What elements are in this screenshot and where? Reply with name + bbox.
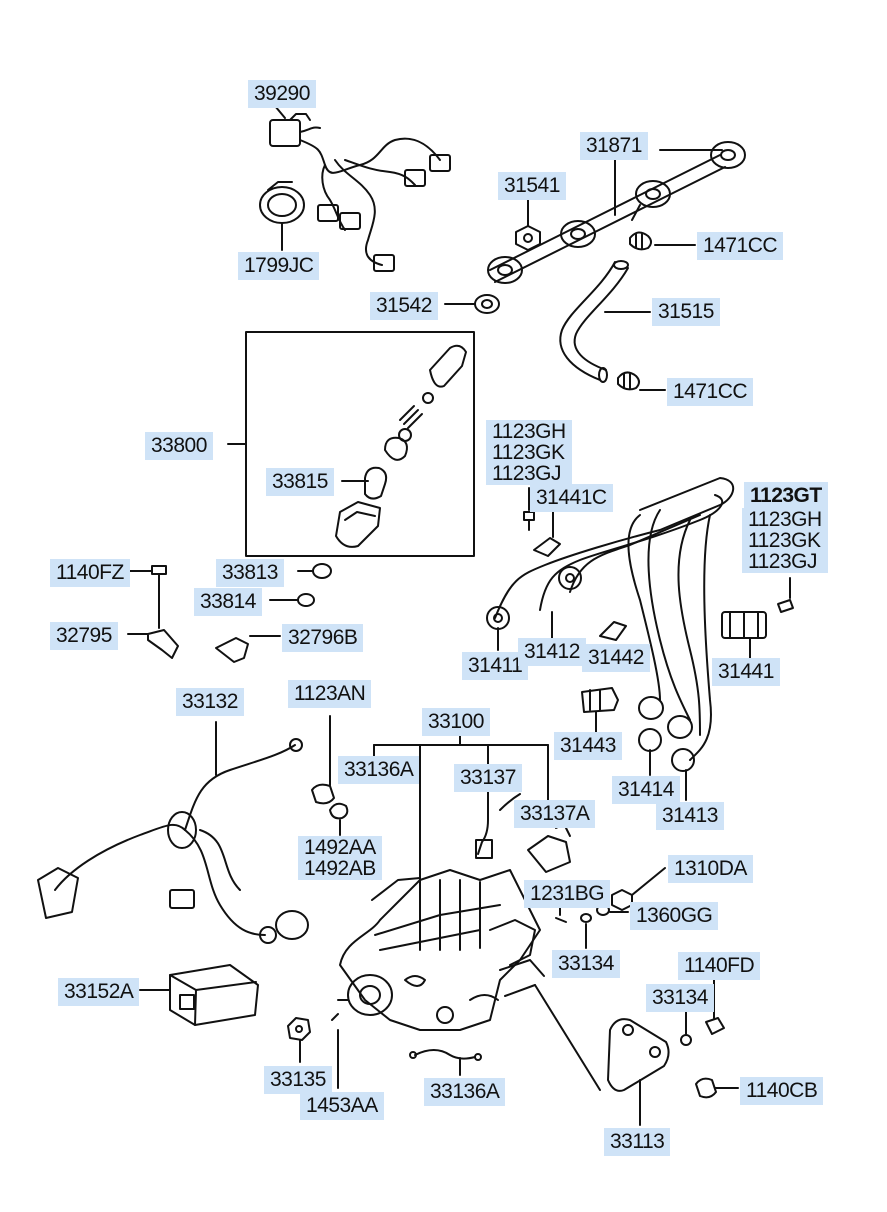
wire-33136a-bottom xyxy=(409,1049,482,1061)
bracket-32795 xyxy=(147,629,179,659)
wiring-harness-39290 xyxy=(269,113,451,272)
bolt-1140cb xyxy=(695,1077,717,1099)
clip-1492aa xyxy=(329,802,349,820)
part-label-33815[interactable]: 33815 xyxy=(266,468,334,496)
part-label-1123gk-right[interactable]: 1123GK xyxy=(748,529,821,552)
part-label-31443[interactable]: 31443 xyxy=(554,732,622,760)
part-label-1123gh-left[interactable]: 1123GH xyxy=(492,420,566,443)
part-label-33135[interactable]: 33135 xyxy=(264,1066,332,1094)
part-label-1123gh-right[interactable]: 1123GH xyxy=(748,508,822,531)
leader-33113-a xyxy=(504,984,536,997)
part-label-31542[interactable]: 31542 xyxy=(370,292,438,320)
injection-pipes xyxy=(486,477,735,772)
nut-31541 xyxy=(515,225,541,251)
fuel-return-pipe-31871 xyxy=(487,141,746,284)
part-label-1123an[interactable]: 1123AN xyxy=(288,680,372,708)
part-label-1471cc-top[interactable]: 1471CC xyxy=(697,232,784,260)
part-label-33136a-bottom[interactable]: 33136A xyxy=(424,1078,506,1106)
part-label-1492aa[interactable]: 1492AA xyxy=(304,836,376,859)
clamp-31443 xyxy=(581,687,619,713)
sensor-33137 xyxy=(475,789,521,859)
harness-33132 xyxy=(37,738,309,944)
part-label-33814[interactable]: 33814 xyxy=(194,588,262,616)
part-label-32795[interactable]: 32795 xyxy=(50,622,118,650)
clip-1471cc-top xyxy=(629,231,652,251)
part-label-1471cc-bottom[interactable]: 1471CC xyxy=(667,378,754,406)
part-label-31515[interactable]: 31515 xyxy=(652,298,720,326)
bolt-1123an xyxy=(311,783,335,805)
washer-31542 xyxy=(474,294,500,314)
injection-pump-33100 xyxy=(337,869,545,1031)
part-label-33100[interactable]: 33100 xyxy=(422,708,490,736)
part-label-33134-right[interactable]: 33134 xyxy=(646,984,714,1012)
part-label-1799jc[interactable]: 1799JC xyxy=(238,252,320,280)
nut-1310da xyxy=(611,889,633,911)
part-label-1123gj-right[interactable]: 1123GJ xyxy=(748,550,817,573)
part-label-31442[interactable]: 31442 xyxy=(582,644,650,672)
part-label-1492ab[interactable]: 1492AB xyxy=(304,857,376,880)
part-label-31411[interactable]: 31411 xyxy=(462,652,529,680)
part-label-1140fz[interactable]: 1140FZ xyxy=(50,559,130,587)
part-label-33813[interactable]: 33813 xyxy=(216,559,284,587)
pin-1453aa xyxy=(331,1013,339,1021)
part-label-31441[interactable]: 31441 xyxy=(712,658,780,686)
hose-31515 xyxy=(559,260,629,383)
part-label-1140fd[interactable]: 1140FD xyxy=(678,952,761,980)
bracket-33113 xyxy=(607,1018,670,1092)
leader-33113-b xyxy=(534,984,601,1091)
clamp-31441c xyxy=(523,511,561,557)
nut-33135 xyxy=(287,1017,311,1041)
clamp-1799jc xyxy=(259,181,305,224)
washer-33134-b xyxy=(680,1034,692,1046)
part-label-1140cb[interactable]: 1140CB xyxy=(740,1077,824,1105)
part-label-31413[interactable]: 31413 xyxy=(656,802,724,830)
washer-33134-a xyxy=(580,913,592,923)
part-label-33134-left[interactable]: 33134 xyxy=(552,950,620,978)
part-label-group-1123g-right: 1123GH 1123GK 1123GJ xyxy=(742,508,828,573)
part-label-33152a[interactable]: 33152A xyxy=(58,978,140,1006)
part-label-33113[interactable]: 33113 xyxy=(604,1128,671,1156)
bracket-32796b xyxy=(215,637,249,663)
part-label-31441c[interactable]: 31441C xyxy=(530,484,613,512)
part-label-group-1123g-left: 1123GH 1123GK 1123GJ xyxy=(486,420,572,485)
part-label-33800[interactable]: 33800 xyxy=(145,432,213,460)
part-label-1360gg[interactable]: 1360GG xyxy=(630,902,719,930)
part-label-33137[interactable]: 33137 xyxy=(454,764,522,792)
washer-33813 xyxy=(312,563,332,579)
washer-33814 xyxy=(297,593,315,607)
bolt-1140fd xyxy=(705,1017,725,1035)
part-label-1231bg[interactable]: 1231BG xyxy=(524,880,611,908)
part-label-31412[interactable]: 31412 xyxy=(518,638,586,666)
part-label-1123gj-left[interactable]: 1123GJ xyxy=(492,462,561,485)
cover-33152a xyxy=(169,964,259,1026)
part-label-32796b[interactable]: 32796B xyxy=(282,624,364,652)
part-label-1123gt[interactable]: 1123GT xyxy=(744,482,828,510)
part-label-39290[interactable]: 39290 xyxy=(248,80,316,108)
pin-1231bg xyxy=(555,917,567,923)
part-label-33137a[interactable]: 33137A xyxy=(514,800,596,828)
leader-33100 xyxy=(373,731,549,886)
part-label-1453aa[interactable]: 1453AA xyxy=(300,1092,384,1120)
leader-1310da xyxy=(631,867,666,896)
part-label-31541[interactable]: 31541 xyxy=(498,172,566,200)
part-label-31871[interactable]: 31871 xyxy=(580,132,648,160)
bolt-1140fz xyxy=(151,565,167,587)
nozzle-kit-33800 xyxy=(245,331,475,557)
clip-1471cc-bottom xyxy=(617,371,640,391)
actuator-33137a xyxy=(527,823,571,873)
clamp-31442 xyxy=(599,621,627,641)
part-label-33132[interactable]: 33132 xyxy=(176,688,244,716)
clamp-31441 xyxy=(721,611,767,639)
part-label-33136a-top[interactable]: 33136A xyxy=(338,756,420,784)
part-label-group-1492: 1492AA 1492AB xyxy=(298,836,382,880)
part-label-1123gk-left[interactable]: 1123GK xyxy=(492,441,565,464)
bolt-1123gt xyxy=(777,599,794,613)
part-label-31414[interactable]: 31414 xyxy=(612,776,680,804)
part-label-1310da[interactable]: 1310DA xyxy=(668,855,753,883)
